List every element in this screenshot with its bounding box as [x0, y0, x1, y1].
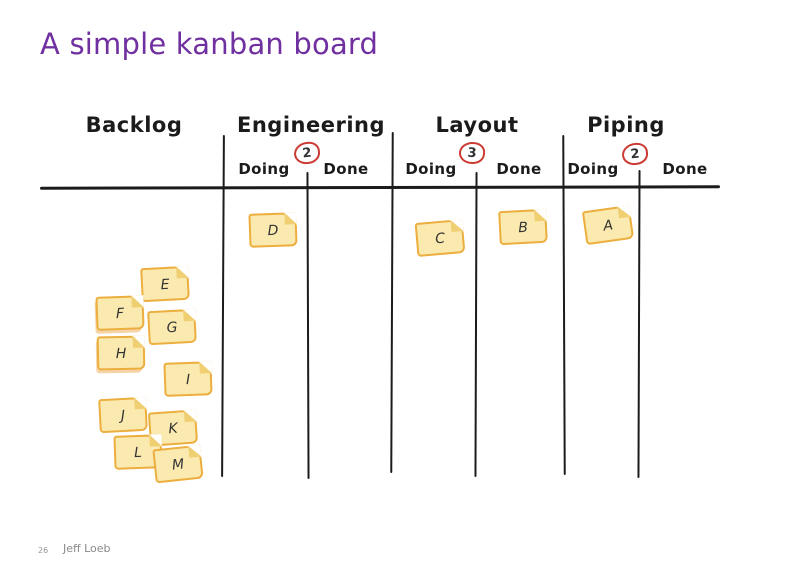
note-label: K	[167, 420, 179, 438]
sticky-note-b: B	[498, 208, 548, 246]
note-label: B	[517, 219, 529, 237]
sticky-note-a: A	[581, 204, 635, 246]
note-fold-icon	[188, 444, 202, 458]
note-label: A	[602, 217, 614, 235]
column-title-backlog: Backlog	[85, 113, 183, 137]
note-label: L	[133, 444, 143, 462]
layout-done-label: Done	[496, 160, 542, 178]
note-label: G	[166, 319, 178, 337]
note-fold-icon	[183, 308, 196, 322]
layout-doing-done-divider	[474, 171, 478, 478]
piping-doing-done-divider	[637, 169, 641, 479]
sticky-note-g: G	[147, 308, 197, 346]
engineering-doing-done-divider	[306, 171, 310, 480]
column-title-engineering: Engineering	[237, 113, 385, 137]
layout-doing-label: Doing	[405, 160, 457, 178]
note-fold-icon	[149, 434, 162, 447]
author-name: Jeff Loeb	[63, 542, 111, 555]
note-label: H	[115, 345, 127, 363]
note-fold-icon	[176, 265, 189, 279]
note-fold-icon	[134, 396, 147, 410]
piping-done-label: Done	[662, 160, 708, 178]
note-fold-icon	[199, 361, 212, 374]
engineering-doing-label: Doing	[238, 160, 290, 178]
page-number: 26	[38, 546, 49, 555]
note-label: C	[434, 230, 446, 248]
column-divider-backlog-engineering	[221, 134, 225, 478]
engineering-done-label: Done	[323, 160, 369, 178]
note-fold-icon	[183, 409, 197, 423]
note-label: D	[267, 222, 279, 240]
column-divider-engineering-layout	[390, 131, 394, 474]
piping-doing-label: Doing	[567, 160, 619, 178]
column-title-piping: Piping	[587, 113, 665, 137]
note-label: J	[120, 407, 126, 425]
sticky-note-c: C	[414, 218, 466, 258]
note-label: F	[115, 305, 125, 323]
sticky-note-j: J	[98, 396, 148, 434]
sticky-note-d: D	[248, 212, 298, 248]
slide-title: A simple kanban board	[40, 27, 379, 61]
column-title-layout: Layout	[435, 113, 519, 137]
sticky-note-h: H	[96, 335, 146, 371]
note-fold-icon	[450, 218, 464, 232]
note-label: I	[185, 371, 191, 389]
note-label: E	[160, 276, 170, 294]
note-fold-icon	[534, 208, 547, 222]
sticky-note-e: E	[140, 265, 190, 303]
sticky-note-m: M	[152, 444, 204, 484]
note-fold-icon	[131, 295, 144, 308]
board-header-line	[39, 185, 721, 190]
note-fold-icon	[284, 212, 297, 225]
sticky-note-f: F	[95, 295, 145, 331]
note-fold-icon	[617, 204, 632, 219]
note-label: M	[171, 456, 185, 474]
note-fold-icon	[132, 335, 145, 348]
sticky-note-i: I	[163, 361, 213, 397]
